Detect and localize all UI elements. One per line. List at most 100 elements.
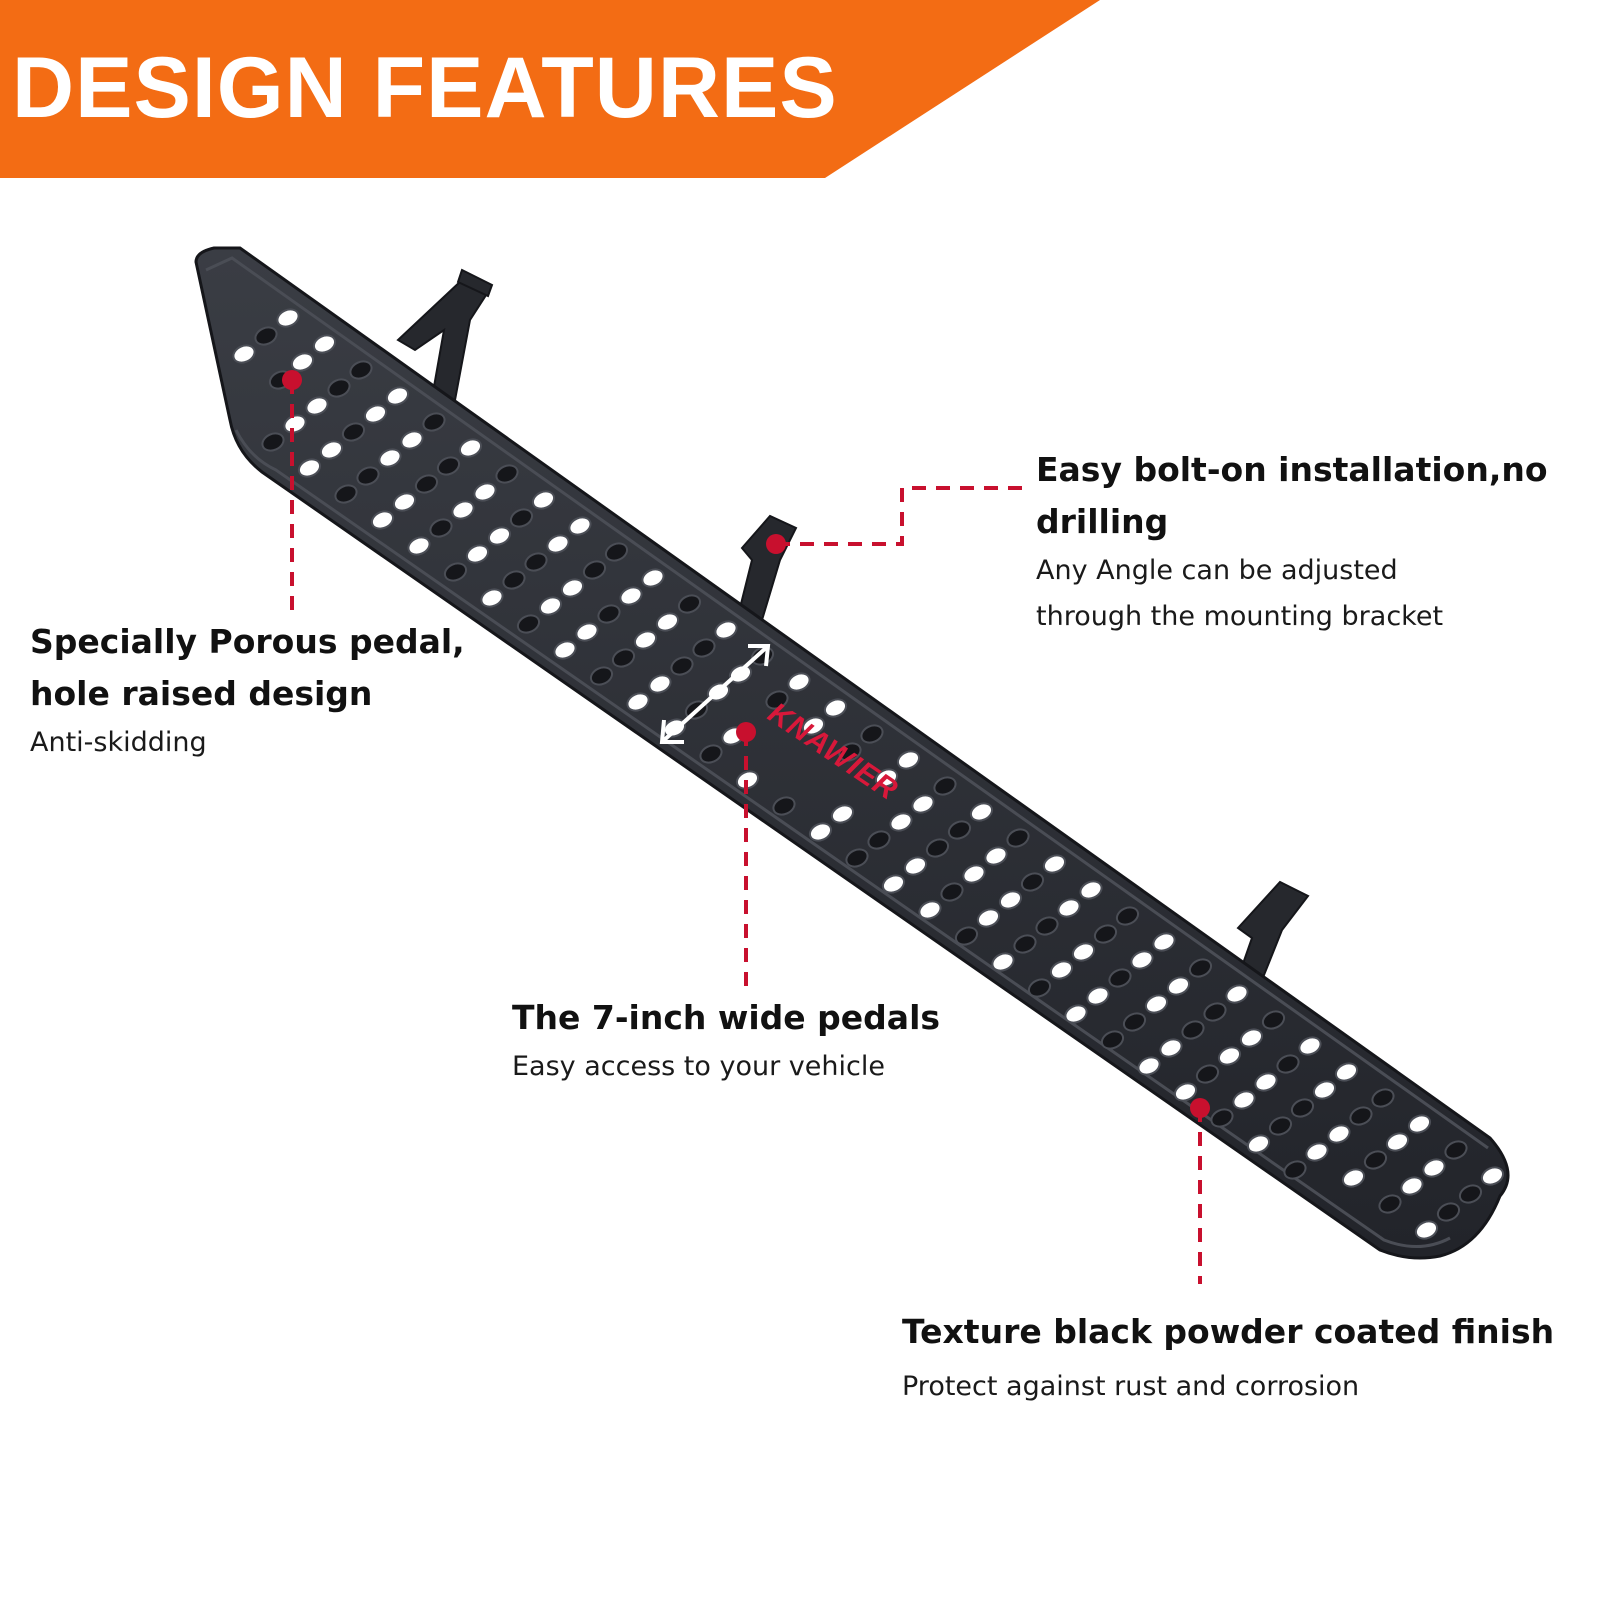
callout-powder-coated-finish: Texture black powder coated finish Prote… bbox=[902, 1306, 1554, 1410]
anti-skid-hole bbox=[823, 698, 848, 718]
anti-skid-hole bbox=[312, 334, 337, 354]
anti-skid-hole bbox=[582, 560, 607, 580]
anti-skid-hole bbox=[845, 848, 869, 868]
anti-skid-hole bbox=[670, 656, 694, 676]
anti-skid-hole bbox=[1458, 1184, 1483, 1204]
anti-skid-hole bbox=[772, 796, 796, 816]
anti-skid-hole bbox=[400, 430, 424, 450]
anti-skid-hole bbox=[327, 378, 351, 398]
mounting-bracket bbox=[1236, 880, 1310, 982]
callout-bolt-on-installation: Easy bolt-on installation,no drilling An… bbox=[1036, 444, 1548, 640]
anti-skid-hole bbox=[495, 464, 519, 484]
anti-skid-hole bbox=[1407, 1114, 1432, 1134]
anti-skid-hole bbox=[1035, 916, 1059, 936]
anti-skid-hole bbox=[334, 484, 358, 504]
anti-skid-hole bbox=[1334, 1062, 1359, 1082]
anti-skid-hole bbox=[1422, 1158, 1446, 1178]
anti-skid-hole bbox=[991, 952, 1015, 972]
anti-skid-hole bbox=[1210, 1108, 1234, 1128]
anti-skid-hole bbox=[1027, 978, 1052, 998]
callout-wide-pedals: The 7-inch wide pedals Easy access to yo… bbox=[512, 992, 940, 1090]
anti-skid-hole bbox=[378, 448, 402, 468]
anti-skid-hole bbox=[1268, 1116, 1293, 1136]
anti-skid-hole bbox=[319, 440, 344, 460]
anti-skid-hole bbox=[1152, 932, 1176, 952]
callout-heading: The 7-inch wide pedals bbox=[512, 998, 941, 1037]
anti-skid-hole bbox=[349, 360, 373, 380]
anti-skid-hole bbox=[1042, 854, 1067, 874]
anti-skid-hole bbox=[830, 804, 855, 824]
anti-skid-hole bbox=[1400, 1176, 1424, 1196]
header-banner bbox=[0, 0, 1100, 178]
callout-description: Anti-skidding bbox=[30, 727, 207, 758]
anti-skid-hole bbox=[838, 742, 862, 762]
callout-description: Any Angle can be adjusted bbox=[1036, 555, 1398, 586]
anti-skid-hole bbox=[954, 926, 979, 946]
anti-skid-hole bbox=[1049, 960, 1074, 980]
anti-skid-hole bbox=[633, 630, 658, 650]
anti-skid-hole bbox=[1122, 1012, 1147, 1032]
anti-skid-hole bbox=[1181, 1020, 1205, 1040]
anti-skid-hole bbox=[1159, 1038, 1183, 1058]
anti-skid-hole bbox=[1079, 880, 1103, 900]
anti-skid-hole bbox=[232, 344, 256, 364]
anti-skid-hole bbox=[1305, 1142, 1329, 1162]
anti-skid-hole bbox=[1006, 828, 1030, 848]
callout-leaders bbox=[290, 380, 1202, 1284]
anti-skid-hole bbox=[531, 490, 556, 510]
callout-markers bbox=[282, 370, 1210, 1118]
anti-skid-hole bbox=[1115, 906, 1140, 926]
anti-skid-hole bbox=[1283, 1160, 1307, 1180]
anti-skid-hole bbox=[801, 716, 826, 736]
anti-skid-hole bbox=[1254, 1072, 1278, 1092]
anti-skid-hole bbox=[363, 404, 388, 424]
anti-skid-hole bbox=[903, 856, 928, 876]
anti-skid-hole bbox=[1203, 1002, 1227, 1022]
anti-skid-hole bbox=[1093, 924, 1118, 944]
anti-skid-hole bbox=[276, 308, 300, 328]
anti-skid-hole bbox=[1137, 1056, 1161, 1076]
anti-skid-hole bbox=[765, 690, 789, 710]
anti-skid-hole bbox=[480, 588, 504, 608]
anti-skid-hole bbox=[925, 838, 950, 858]
anti-skid-hole bbox=[1298, 1036, 1322, 1056]
anti-skid-hole bbox=[1166, 976, 1191, 996]
anti-skid-hole bbox=[889, 812, 913, 832]
anti-skid-hole bbox=[1071, 942, 1096, 962]
anti-skid-hole bbox=[1225, 984, 1249, 1004]
anti-skid-hole bbox=[874, 768, 899, 788]
callout-heading: hole raised design bbox=[30, 674, 373, 713]
anti-skid-hole bbox=[443, 562, 468, 582]
anti-skid-hole bbox=[1195, 1064, 1220, 1084]
anti-skid-hole bbox=[1349, 1106, 1373, 1126]
anti-skid-hole bbox=[918, 900, 942, 920]
anti-skid-hole bbox=[969, 802, 994, 822]
anti-skid-hole bbox=[808, 822, 833, 842]
anti-skid-hole bbox=[626, 692, 650, 712]
anti-skid-hole bbox=[546, 534, 570, 554]
anti-skid-hole bbox=[290, 352, 315, 372]
anti-skid-hole bbox=[1414, 1220, 1439, 1240]
callout-description: through the mounting bracket bbox=[1036, 601, 1444, 632]
anti-skid-hole bbox=[451, 500, 475, 520]
anti-skid-hole bbox=[385, 386, 410, 406]
anti-skid-hole bbox=[648, 674, 672, 694]
anti-skid-hole bbox=[1276, 1054, 1300, 1074]
anti-skid-hole bbox=[509, 508, 534, 528]
anti-skid-hole bbox=[1020, 872, 1045, 892]
anti-skid-hole bbox=[933, 776, 957, 796]
anti-skid-hole bbox=[984, 846, 1008, 866]
anti-skid-hole bbox=[1436, 1202, 1461, 1222]
anti-skid-hole bbox=[1363, 1150, 1388, 1170]
callout-porous-pedal: Specially Porous pedal, hole raised desi… bbox=[30, 616, 465, 766]
anti-skid-hole bbox=[962, 864, 986, 884]
anti-skid-hole bbox=[370, 510, 395, 530]
anti-skid-hole bbox=[1057, 898, 1081, 918]
anti-skid-hole bbox=[1130, 950, 1154, 970]
anti-skid-hole bbox=[575, 622, 599, 642]
page-title: DESIGN FEATURES bbox=[12, 40, 838, 136]
anti-skid-hole bbox=[568, 516, 592, 536]
anti-skid-hole bbox=[392, 492, 417, 512]
anti-skid-hole bbox=[655, 612, 680, 632]
